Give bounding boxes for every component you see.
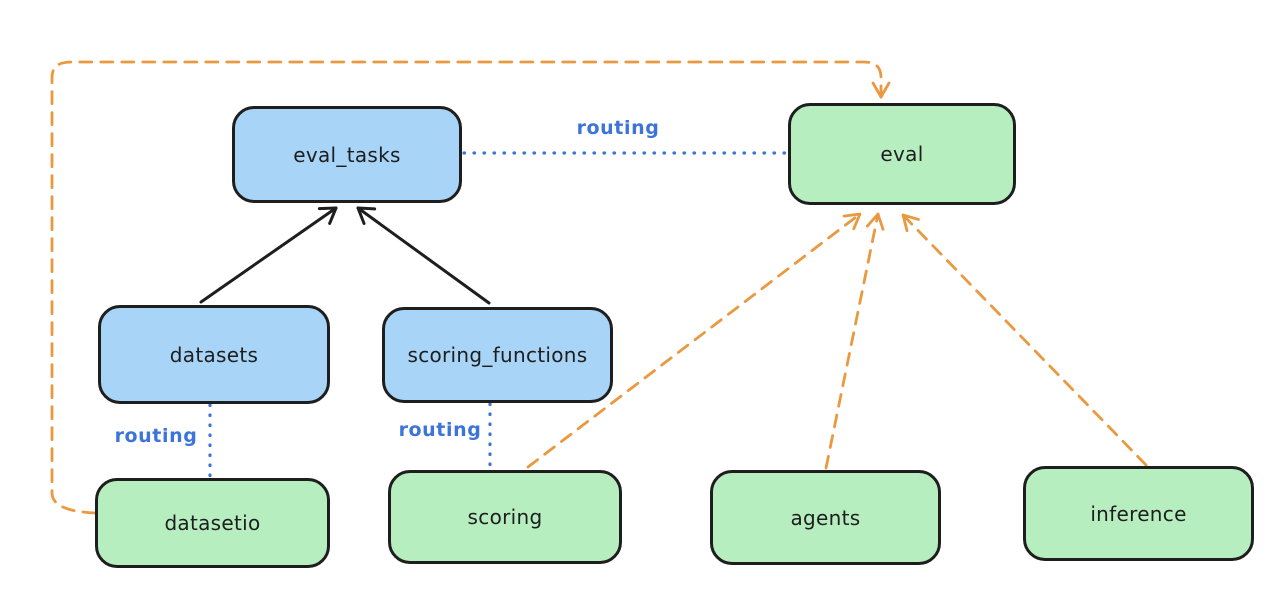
edge-scoring-functions-to-eval-tasks: [356, 206, 491, 305]
node-inference: inference: [1023, 466, 1254, 561]
node-datasets-label: datasets: [169, 342, 259, 367]
node-agents: agents: [710, 470, 941, 565]
node-scoring: scoring: [388, 470, 622, 564]
node-datasetio-label: datasetio: [164, 511, 261, 535]
node-datasetio: datasetio: [95, 478, 330, 568]
edge-label-routing-scoring-functions-scoring: routing: [398, 419, 482, 441]
node-eval-label: eval: [880, 142, 924, 166]
edge-label-routing-eval-tasks-eval: routing: [576, 117, 660, 139]
node-inference-label: inference: [1090, 501, 1187, 526]
edge-datasets-to-eval-tasks: [199, 206, 338, 304]
edge-datasetio-to-eval: [50, 60, 891, 515]
node-eval-tasks: eval_tasks: [232, 106, 462, 203]
node-eval: eval: [788, 103, 1016, 205]
edge-scoring-to-eval: [526, 212, 862, 469]
edge-agents-to-eval: [824, 212, 885, 470]
edge-inference-to-eval: [901, 213, 1148, 467]
node-scoring-functions: scoring_functions: [382, 307, 613, 403]
node-datasets: datasets: [98, 305, 330, 404]
node-scoring-functions-label: scoring_functions: [407, 343, 588, 367]
node-scoring-label: scoring: [467, 505, 543, 529]
node-agents-label: agents: [790, 505, 861, 530]
edge-label-routing-datasets-datasetio: routing: [114, 425, 198, 447]
node-eval-tasks-label: eval_tasks: [293, 142, 401, 167]
